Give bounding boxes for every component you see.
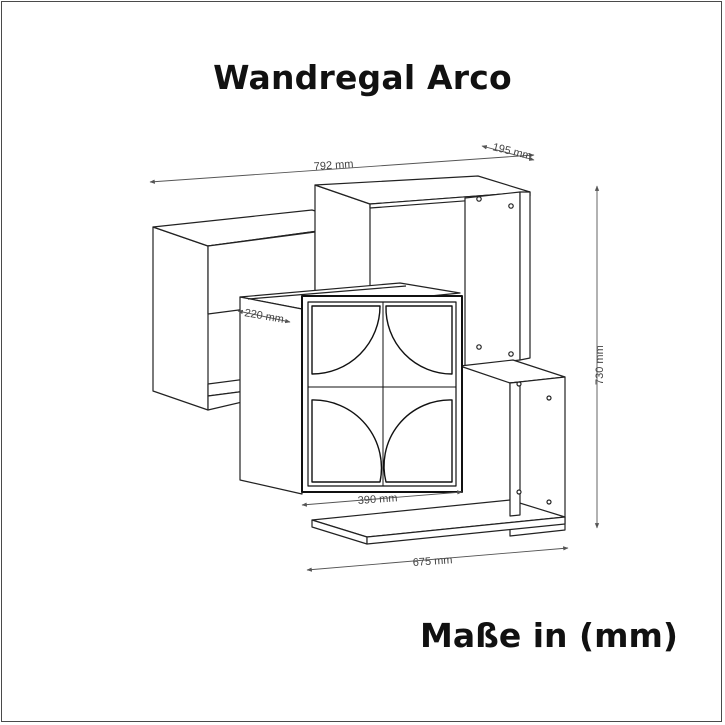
- dim-label-bottom-width: 675 mm: [412, 554, 452, 569]
- door-panel-top-right: [385, 305, 453, 375]
- door-panel-bottom-right: [383, 399, 453, 483]
- dim-line-door-width: [301, 490, 463, 507]
- door-panel-bottom-left: [311, 399, 383, 483]
- dim-label-overall-width: 792 mm: [313, 158, 353, 173]
- dim-line-depth: [481, 145, 535, 161]
- dim-label-door-width: 390 mm: [357, 492, 397, 507]
- units-note: Maße in (mm): [420, 616, 678, 655]
- dim-line-bottom-width: [306, 546, 569, 572]
- door-panel-top-left: [311, 305, 381, 375]
- dim-line-door-depth: [237, 309, 291, 324]
- product-title: Wandregal Arco: [213, 58, 512, 97]
- cabinet-door: [301, 295, 463, 493]
- dim-line-overall-width: [149, 153, 535, 184]
- dim-label-depth: 195 mm: [491, 141, 532, 162]
- dim-label-height: 730 mm: [594, 345, 606, 385]
